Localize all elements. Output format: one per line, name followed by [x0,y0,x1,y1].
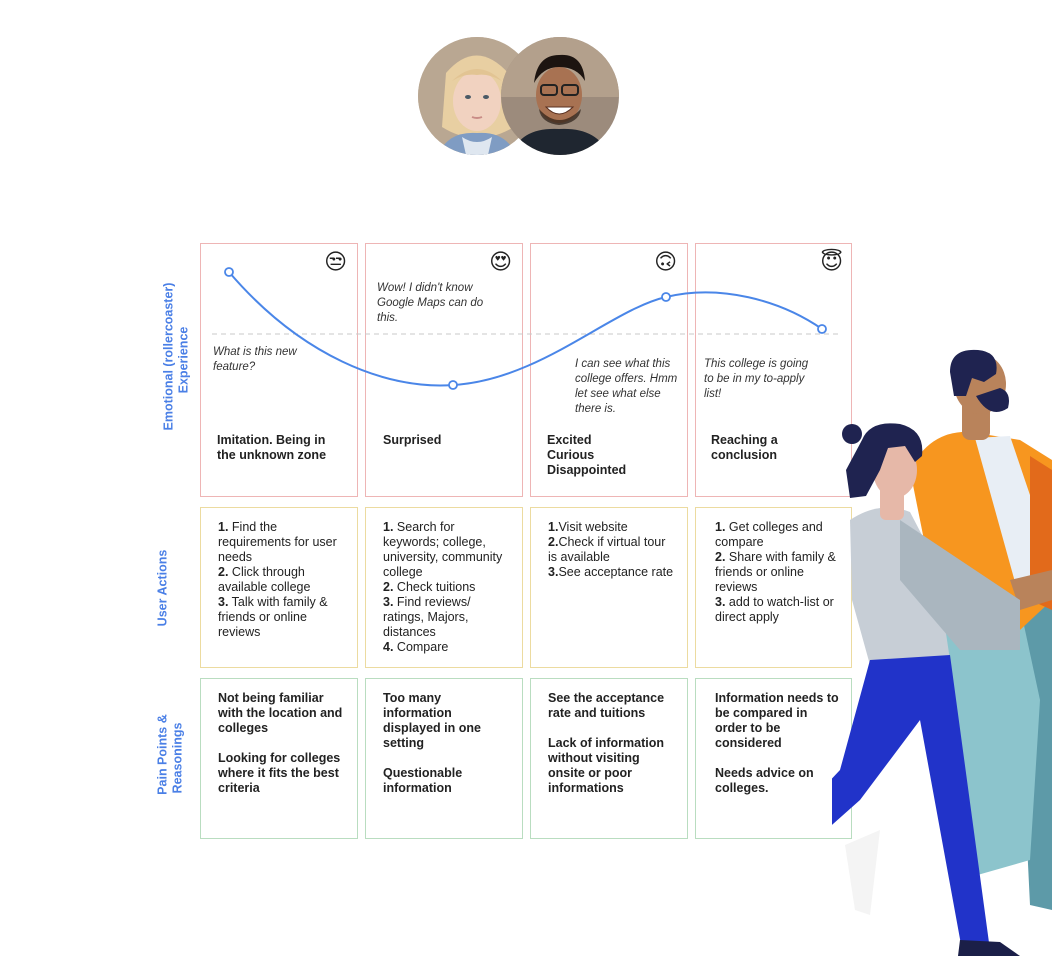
emotion-label-1: Imitation. Being in the unknown zone [217,433,327,462]
pain-text-2: Too many information displayed in one se… [383,691,510,811]
action-text: Check if virtual tour is available [548,535,666,564]
unamused-face-icon: 😒 [324,249,347,274]
smiling-halo-face-icon: 😇 [820,249,843,274]
pain-point: Not being familiar with the location and… [218,691,343,735]
action-number: 4. [383,640,394,654]
phase-4-label: Final Decision [721,204,813,220]
actions-list-2: 1. Search for keywords; college, univers… [383,520,510,655]
emotion-quote-4: This college is going to be in my to-app… [704,358,809,400]
action-number: 3. [548,565,559,579]
emotion-quote-3: I can see what this college offers. Hmm … [575,358,678,415]
row-label-actions: User Actions [156,550,171,627]
action-item: 4. Compare [383,640,510,655]
pain-card-2: Too many information displayed in one se… [365,678,523,839]
pain-card-1: Not being familiar with the location and… [200,678,358,839]
pain-point: Questionable information [383,766,463,795]
pain-card-4: Information needs to be compared in orde… [695,678,852,839]
action-text: add to watch-list or direct apply [715,595,834,624]
row-label-pain-text: Pain Points & Reasonings [155,714,185,795]
action-text: Share with family & friends or online re… [715,550,836,594]
persona-avatar-male [501,37,619,155]
heart-eyes-face-icon: 😍 [489,249,512,274]
row-label-pain: Pain Points & Reasonings [141,714,186,802]
row-label-actions-text: User Actions [155,549,170,627]
upside-down-face-icon: 🙃 [654,249,677,274]
phase-3: Vist [522,197,692,227]
action-number: 2. [383,580,394,594]
action-item: 2.Check if virtual tour is available [548,535,675,565]
action-number: 2. [548,535,559,549]
action-number: 1. [218,520,229,534]
action-text: Find the requirements for user needs [218,520,337,564]
pain-text-4: Information needs to be compared in orde… [715,691,839,811]
emotion-card-1: 😒 What is this new feature? Imitation. B… [200,243,358,497]
row-label-emotional: Emotional (rollercoaster) Experience [147,283,192,438]
phase-2-label: Gathering Information [375,204,517,220]
pain-point: Lack of information without visiting ons… [548,736,664,795]
pain-point: See the acceptance rate and tuitions [548,691,665,720]
action-item: 1. Search for keywords; college, univers… [383,520,510,580]
action-item: 3. Talk with family & friends or online … [218,595,345,640]
action-text: Check tuitions [393,580,476,594]
action-text: Get colleges and compare [715,520,823,549]
action-text: Visit website [558,520,628,534]
phase-4: Final Decision [682,197,852,227]
emotion-label-4: Reaching a conclusion [711,433,778,462]
action-number: 3. [383,595,394,609]
action-item: 1.Visit website [548,520,675,535]
pain-card-3: See the acceptance rate and tuitions Lac… [530,678,688,839]
action-number: 1. [715,520,726,534]
pain-point: Too many information displayed in one se… [383,691,481,750]
action-item: 3. Find reviews/ ratings, Majors, distan… [383,595,510,640]
actions-card-2: 1. Search for keywords; college, univers… [365,507,523,668]
phase-3-label: Vist [594,204,620,220]
action-number: 3. [218,595,229,609]
action-item: 2. Share with family & friends or online… [715,550,839,595]
emotion-quote-1: What is this new feature? [213,346,297,373]
action-text: See acceptance rate [558,565,674,579]
pain-text-1: Not being familiar with the location and… [218,691,345,811]
action-item: 3. add to watch-list or direct apply [715,595,839,625]
action-item: 2. Check tuitions [383,580,510,595]
action-text: Click through available college [218,565,311,594]
pain-point: Information needs to be compared in orde… [715,691,839,750]
action-number: 3. [715,595,726,609]
pain-point: Looking for colleges where it fits the b… [218,751,341,795]
pain-text-3: See the acceptance rate and tuitions Lac… [548,691,675,811]
action-number: 1. [383,520,394,534]
action-text: Talk with family & friends or online rev… [218,595,328,639]
emotion-card-2: 😍 Wow! I didn't know Google Maps can do … [365,243,523,497]
phase-2: Gathering Information [358,197,526,227]
emotion-label-2: Surprised [383,433,442,447]
row-label-emotional-text: Emotional (rollercoaster) Experience [161,282,191,431]
action-item: 2. Click through available college [218,565,345,595]
action-number: 2. [218,565,229,579]
action-text: Search for keywords; college, university… [383,520,503,579]
action-number: 2. [715,550,726,564]
action-item: 3.See acceptance rate [548,565,675,580]
action-item: 1. Find the requirements for user needs [218,520,345,565]
action-item: 1. Get colleges and compare [715,520,839,550]
action-text: Compare [393,640,449,654]
pain-point: Needs advice on colleges. [715,766,814,795]
action-number: 1. [548,520,559,534]
phase-1-label: Begin To Search College [197,204,357,220]
emotion-card-4: 😇 This college is going to be in my to-a… [695,243,852,497]
phase-1: Begin To Search College [200,197,360,227]
walking-people-illustration [832,349,1052,956]
emotion-card-3: 🙃 I can see what this college offers. Hm… [530,243,688,497]
emotion-label-3: Excited Curious Disappointed [547,433,627,477]
action-text: Find reviews/ ratings, Majors, distances [383,595,471,639]
emotion-quote-2: Wow! I didn't know Google Maps can do th… [377,282,484,324]
